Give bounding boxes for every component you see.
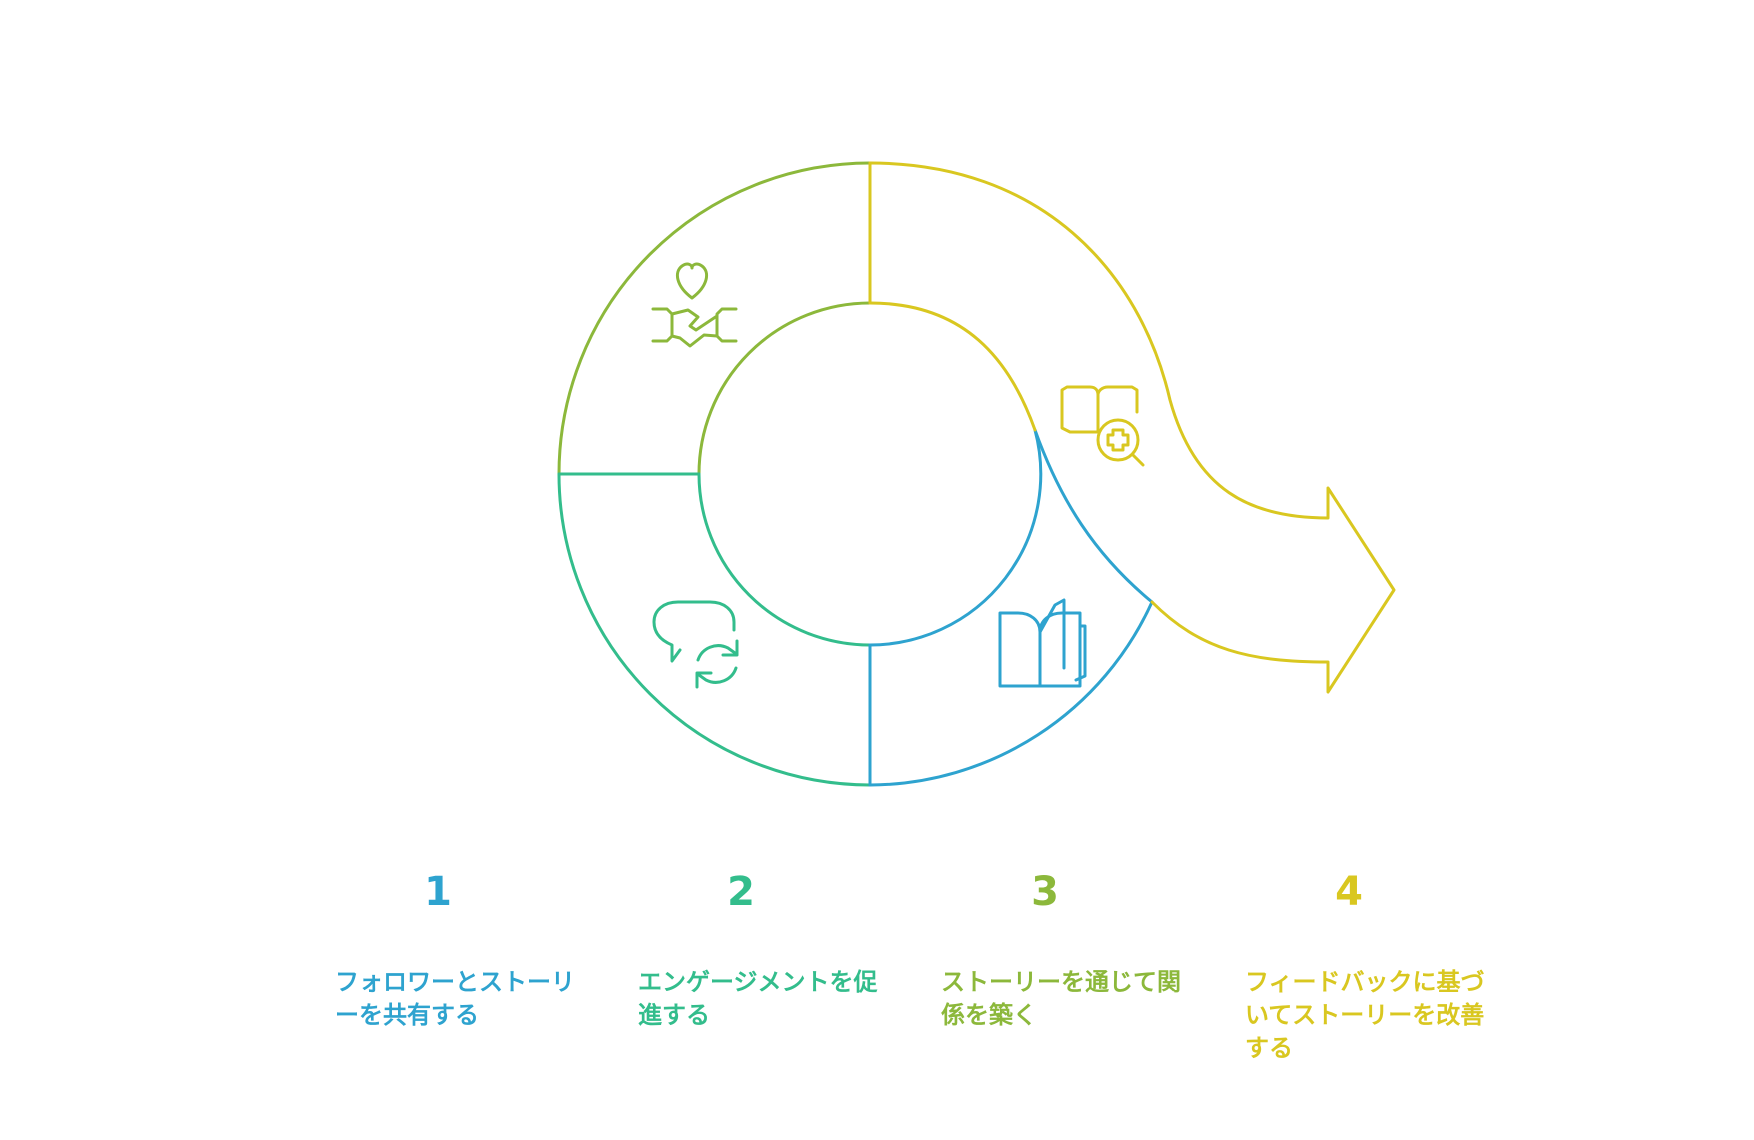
step-1-label: フォロワーとストーリーを共有する bbox=[335, 968, 575, 1029]
step-4-number: 4 bbox=[1335, 869, 1363, 915]
open-book-icon bbox=[998, 598, 1087, 688]
step-2-number: 2 bbox=[727, 869, 755, 915]
segment-improvement-arrow bbox=[868, 161, 1396, 694]
step-1-number: 1 bbox=[424, 869, 452, 915]
chat-refresh-icon bbox=[652, 600, 739, 689]
segment-engagement bbox=[557, 472, 872, 787]
book-search-plus-icon bbox=[1060, 385, 1145, 467]
step-3-label: ストーリーを通じて関係を築く bbox=[941, 968, 1181, 1029]
segment-sharing bbox=[868, 428, 1154, 787]
step-4-label: フィードバックに基づいてストーリーを改善する bbox=[1245, 968, 1485, 1062]
step-2-label: エンゲージメントを促進する bbox=[638, 968, 878, 1029]
step-3-number: 3 bbox=[1031, 869, 1059, 915]
handshake-heart-icon bbox=[651, 262, 738, 348]
